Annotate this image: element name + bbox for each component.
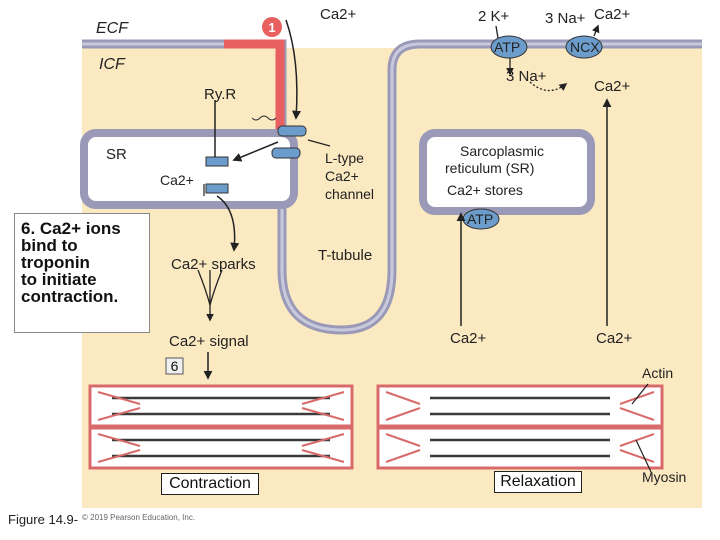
- ryanodine-receptor: [205, 156, 229, 167]
- callout-line-4: to initiate: [21, 270, 97, 289]
- sr-stores-compartment: [419, 129, 595, 215]
- relaxation-sarcomere: [376, 384, 664, 470]
- atp-pump: [490, 35, 528, 59]
- ltype-callout-line: [307, 139, 331, 147]
- callout-line-5: contraction.: [21, 287, 119, 306]
- myosin-label: Myosin: [642, 469, 687, 485]
- ltype-line2: Ca2+: [325, 168, 359, 184]
- calcium-entry-path: [224, 39, 285, 130]
- contraction-label: Contraction: [161, 473, 259, 495]
- sr-stores-line3: Ca2+ stores: [447, 182, 523, 198]
- sparks-merge-right: [209, 269, 223, 306]
- ca-entry-arrow: [285, 19, 301, 120]
- figure-label: Figure 14.9-: [8, 512, 79, 527]
- step-1-marker: [262, 17, 282, 37]
- sr-label: SR: [106, 146, 127, 163]
- sarcoplasmic-reticulum: [80, 129, 298, 209]
- sr-stores-line1: Sarcoplasmic: [460, 143, 545, 159]
- callout-line-3: troponin: [21, 253, 90, 272]
- ryanodine-receptor-lower: [205, 183, 229, 194]
- myosin-leader: [635, 439, 653, 475]
- sr-atp-label: ATP: [467, 211, 494, 227]
- ncx-exchanger: [565, 35, 603, 59]
- cell-membrane-inner: [82, 42, 702, 332]
- exchange-loop: [529, 81, 568, 92]
- channel-linker: [251, 115, 277, 121]
- ca-top-label: Ca2+: [320, 6, 357, 23]
- ncx-ca-arrow: [592, 24, 600, 37]
- signal-label: Ca2+ signal: [169, 333, 249, 350]
- callout-line-2: bind to: [21, 236, 78, 255]
- ca-relax-left-label: Ca2+: [450, 330, 487, 347]
- sr-stores-line2: reticulum (SR): [445, 160, 535, 176]
- sparks-label: Ca2+ sparks: [171, 256, 256, 273]
- ttubule-label: T-tubule: [318, 247, 373, 264]
- step-6-box: [165, 357, 184, 375]
- ryr-release-arrow: [216, 195, 240, 252]
- ltype-line1: L-type: [325, 150, 364, 166]
- step-6-label: 6: [171, 358, 179, 374]
- ca-ncx-top-label: Ca2+: [594, 6, 631, 23]
- ncx-label: NCX: [570, 39, 600, 55]
- sparks-merge-left: [197, 269, 211, 306]
- relaxation-label: Relaxation: [494, 471, 582, 493]
- ltype-to-ryr-arrow: [232, 141, 279, 162]
- na-top-label: 3 Na+: [545, 10, 586, 27]
- copyright-label: © 2019 Pearson Education, Inc.: [82, 513, 196, 522]
- step-1-label: 1: [268, 20, 275, 35]
- actin-leader: [631, 383, 649, 405]
- contraction-sarcomere: [88, 384, 354, 470]
- atp-pump-label: ATP: [494, 39, 521, 55]
- ca-relax-right-label: Ca2+: [596, 330, 633, 347]
- l-type-channel-lower: [271, 147, 301, 159]
- callout-line-1: 6. Ca2+ ions: [21, 219, 121, 238]
- troponin-callout: 6. Ca2+ ions bind to troponin to initiat…: [14, 213, 150, 333]
- icf-label: ICF: [99, 56, 125, 73]
- ca-ncx-lower-label: Ca2+: [594, 78, 631, 95]
- actin-label: Actin: [642, 365, 674, 381]
- na-lower-label: 3 Na+: [506, 68, 547, 85]
- ryr-label: Ry.R: [204, 86, 237, 103]
- l-type-channel-upper: [277, 125, 307, 137]
- k-label: 2 K+: [478, 8, 510, 25]
- k-arrow: [495, 25, 499, 39]
- ca-sr-label: Ca2+: [160, 172, 194, 188]
- ecf-label: ECF: [96, 20, 128, 37]
- ltype-line3: channel: [325, 186, 375, 202]
